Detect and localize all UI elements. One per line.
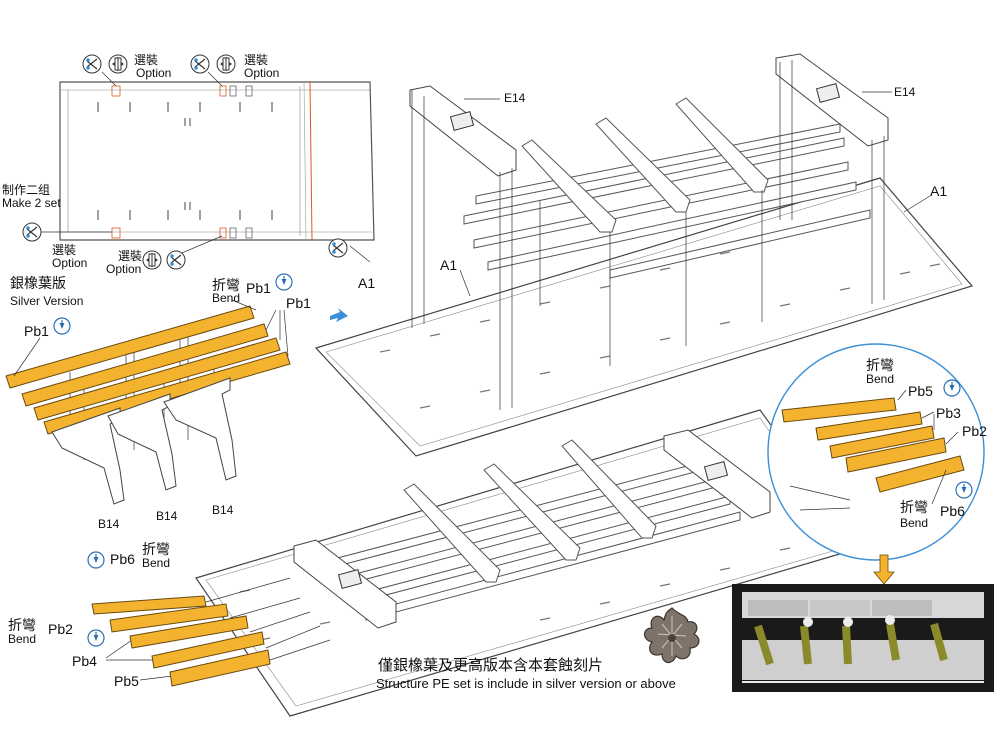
bend-label-en: Bend (866, 372, 895, 386)
info-icon (87, 551, 105, 569)
plan-view-panel (22, 54, 375, 270)
part-label-a1: A1 (930, 183, 948, 199)
cut-icon (22, 222, 42, 242)
pe-strip-pb6 (875, 455, 965, 493)
info-icon (275, 273, 293, 291)
part-label-e14: E14 (894, 85, 916, 99)
bend-label-en: Bend (212, 291, 241, 305)
part-label-pb5: Pb5 (114, 673, 139, 689)
part-label-pb1: Pb1 (246, 280, 271, 296)
arrow-right-icon (330, 308, 348, 322)
pe-strip-pb3 (815, 411, 923, 441)
make-two-label-en: Make 2 set (2, 196, 61, 210)
silver-version-zh: 銀橡葉版 (10, 275, 66, 291)
part-label-a1: A1 (440, 257, 458, 273)
option-label-en: Option (52, 256, 88, 270)
pe-strip-pb5 (169, 649, 271, 687)
bend-label-zh: 折彎 (142, 541, 170, 557)
info-icon (87, 629, 105, 647)
info-icon (943, 379, 961, 397)
pe-strip-pb2 (845, 437, 947, 473)
photo-inset (732, 584, 994, 692)
detail-circle (767, 343, 985, 585)
option-label-zh: 選裝 (118, 249, 143, 263)
pe-strip-pb2 (109, 603, 229, 633)
upper-frame-assembly (314, 53, 974, 457)
part-label-e14: E14 (504, 91, 526, 105)
drill-hole-icon (108, 54, 128, 74)
bend-label-zh: 折彎 (900, 499, 928, 515)
info-icon (955, 481, 973, 499)
bolster-e14 (775, 53, 889, 147)
pe-strip-pb1 (5, 305, 255, 389)
option-label-en: Option (106, 262, 142, 276)
lower-frame-assembly (87, 409, 861, 717)
part-label-pb2: Pb2 (962, 423, 987, 439)
cut-icon (190, 54, 210, 74)
part-label-pb6: Pb6 (110, 551, 135, 567)
part-label-b14: B14 (156, 509, 178, 523)
part-label-pb1: Pb1 (286, 295, 311, 311)
part-label-a1: A1 (358, 275, 376, 291)
option-label-zh: 選裝 (52, 243, 77, 257)
info-icon (53, 317, 71, 335)
pe-note-en: Structure PE set is include in silver ve… (376, 676, 676, 691)
part-label-b14: B14 (98, 517, 120, 531)
bend-label-en: Bend (8, 632, 37, 646)
option-label-en: Option (244, 66, 280, 80)
bend-label-zh: 折彎 (8, 617, 36, 633)
bend-label-zh: 折彎 (866, 357, 894, 373)
pe-note-zh: 僅銀橡葉及更高版本含本套蝕刻片 (378, 657, 604, 674)
silver-version-en: Silver Version (10, 294, 84, 308)
bend-label-zh: 折彎 (212, 277, 240, 293)
part-label-pb1: Pb1 (24, 323, 49, 339)
cut-icon (166, 250, 186, 270)
cut-icon (328, 238, 348, 258)
make-two-label-zh: 制作二组 (2, 183, 51, 197)
pe-leaf-assembly (5, 273, 293, 505)
cut-icon (82, 54, 102, 74)
option-label-en: Option (136, 66, 172, 80)
drill-hole-icon (216, 54, 236, 74)
pe-strip-pb6 (91, 595, 207, 615)
pe-strip-pb4 (129, 615, 249, 649)
bend-label-en: Bend (142, 556, 171, 570)
pe-strip-pb3 (829, 425, 935, 459)
pe-strip-pb1 (33, 337, 281, 421)
bolster-e14 (409, 85, 517, 177)
option-label-zh: 選裝 (244, 53, 269, 67)
frame-b14 (163, 377, 237, 481)
part-label-pb6: Pb6 (940, 503, 965, 519)
part-label-pb2: Pb2 (48, 621, 73, 637)
part-label-b14: B14 (212, 503, 234, 517)
pe-strip-pb1 (21, 323, 269, 407)
drill-hole-icon (142, 250, 162, 270)
oak-leaf-emblem-icon (643, 607, 700, 664)
option-label-zh: 選裝 (134, 53, 159, 67)
part-label-pb5: Pb5 (908, 383, 933, 399)
pe-strip-pb5 (781, 397, 897, 423)
pe-strip-pb4 (151, 631, 265, 669)
bend-label-en: Bend (900, 516, 929, 530)
part-label-pb3: Pb3 (936, 405, 961, 421)
part-label-pb4: Pb4 (72, 653, 97, 669)
